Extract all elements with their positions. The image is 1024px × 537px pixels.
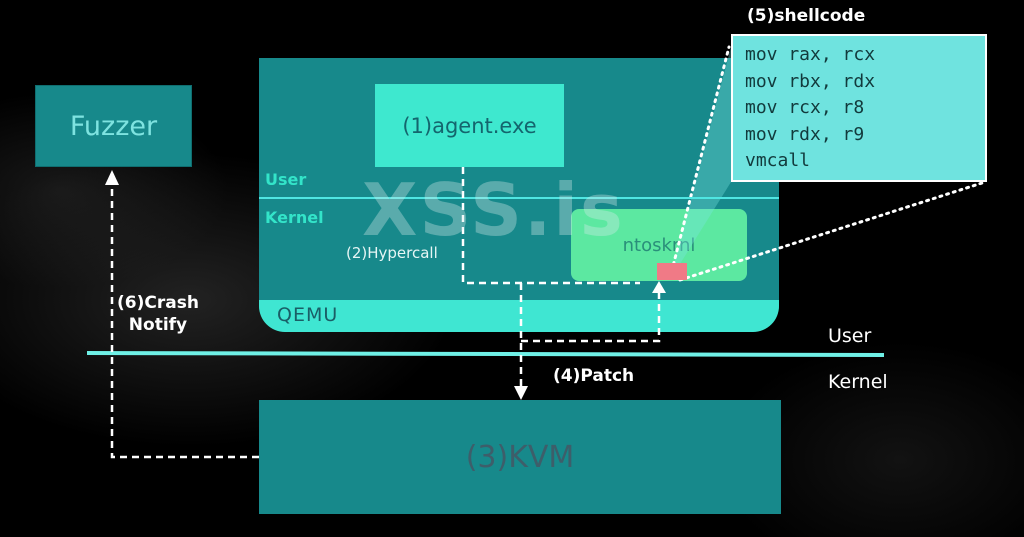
patch-label: (4)Patch [553,366,635,386]
host-user-label: User [828,325,872,347]
callout-line-bottom [678,180,987,282]
guest-kernel-label: Kernel [265,208,324,227]
agent-exe-label: (1)agent.exe [402,113,537,138]
shellcode-title: (5)shellcode [747,6,866,26]
hypercall-path [461,167,640,285]
patch-spot [657,263,687,280]
qemu-strip [259,300,779,332]
host-kernel-label: Kernel [828,371,888,393]
guest-user-label: User [265,170,307,189]
callout-line-top [668,45,731,280]
shellcode-line: vmcall [745,150,811,171]
patch-arrowhead [652,281,666,293]
fuzzer-label: Fuzzer [69,110,158,142]
patch-path [521,290,661,343]
shellcode-line: mov rdx, r9 [745,123,865,145]
host-user-kernel-divider [86,351,885,357]
shellcode-line: mov rcx, r8 [745,97,865,118]
crash-label-line1: (6)Crash [117,293,199,313]
fuzzer-box: Fuzzer [35,85,192,167]
qemu-label: QEMU [277,304,339,326]
agent-exe-box: (1)agent.exe [375,84,564,167]
crash-notify-label: (6)Crash Notify [117,292,199,336]
shellcode-line: mov rbx, rdx [745,70,876,92]
crash-notify-path [110,185,259,459]
kvm-box: (3)KVM [259,400,781,514]
hypercall-label: (2)Hypercall [346,244,438,262]
watermark-logo: XSS.is [362,168,625,252]
crash-label-line2: Notify [128,315,188,335]
shellcode-box: mov rax, rcx mov rbx, rdx mov rcx, r8 mo… [731,34,987,182]
shellcode-line: mov rax, rcx [745,44,876,65]
hypercall-to-kvm-arrowhead [514,386,528,400]
kvm-label: (3)KVM [465,439,575,475]
crash-notify-arrowhead [105,170,119,185]
